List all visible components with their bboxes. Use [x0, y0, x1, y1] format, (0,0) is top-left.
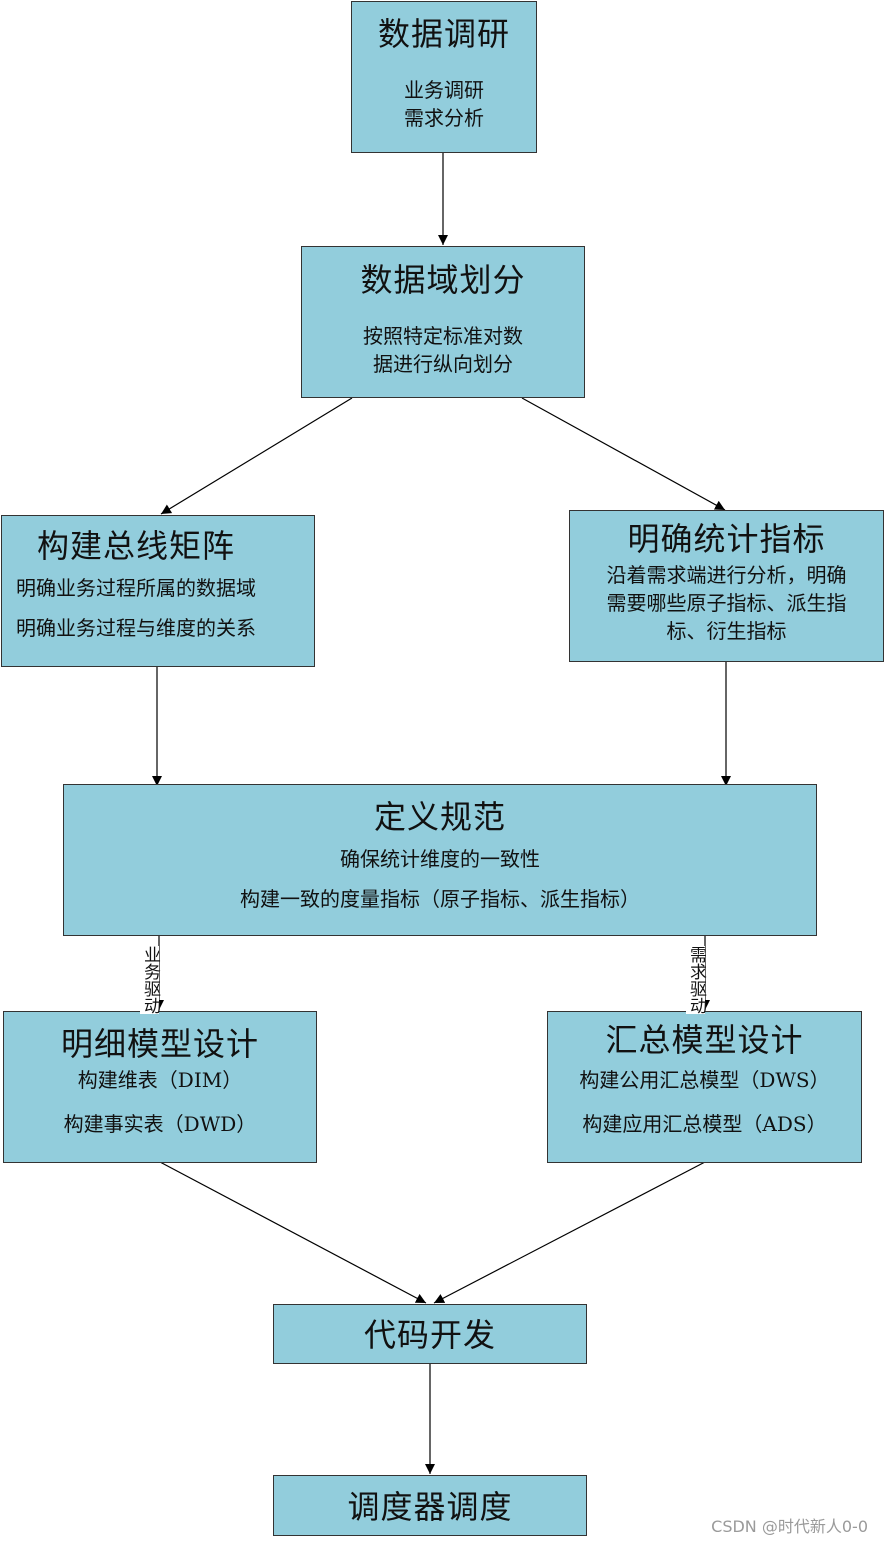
arrow-domain-to-metrics [521, 397, 726, 511]
node-line: 据进行纵向划分 [373, 352, 513, 376]
edge-label-demand-driven: 需求驱动 [686, 946, 706, 1014]
node-line: 构建一致的度量指标（原子指标、派生指标） [240, 887, 640, 911]
node-line: 需要哪些原子指标、派生指 [606, 591, 847, 615]
node-bus-matrix: 构建总线矩阵 明确业务过程所属的数据域 明确业务过程与维度的关系 [1, 515, 315, 667]
node-title: 定义规范 [373, 798, 506, 836]
node-line: 构建维表（DIM） [77, 1068, 243, 1092]
node-data-research: 数据调研 业务调研 需求分析 [351, 1, 537, 153]
node-code-dev: 代码开发 [273, 1304, 587, 1364]
node-line: 沿着需求端进行分析，明确 [606, 563, 847, 587]
node-scheduler: 调度器调度 [273, 1475, 587, 1536]
node-line: 明确业务过程与维度的关系 [16, 616, 256, 640]
arrow-detail-to-code [159, 1161, 427, 1304]
node-line: 明确业务过程所属的数据域 [16, 576, 256, 600]
node-line: 业务调研 [404, 78, 484, 102]
node-line: 按照特定标准对数 [363, 324, 523, 348]
node-line: 构建公用汇总模型（DWS） [579, 1068, 830, 1092]
node-line: 标、衍生指标 [666, 619, 787, 643]
node-title: 明细模型设计 [60, 1025, 259, 1063]
node-title: 数据调研 [377, 15, 510, 53]
edge-label-business-driven: 业务驱动 [140, 946, 160, 1014]
node-define-spec: 定义规范 确保统计维度的一致性 构建一致的度量指标（原子指标、派生指标） [63, 784, 817, 936]
node-domain-division: 数据域划分 按照特定标准对数 据进行纵向划分 [301, 246, 585, 398]
node-line: 确保统计维度的一致性 [340, 847, 540, 871]
watermark: CSDN @时代新人0-0 [711, 1517, 868, 1536]
arrow-summary-to-code [433, 1161, 706, 1304]
node-line: 构建事实表（DWD） [63, 1112, 257, 1136]
node-title: 构建总线矩阵 [37, 527, 236, 565]
node-detail-model: 明细模型设计 构建维表（DIM） 构建事实表（DWD） [3, 1011, 317, 1163]
node-title: 汇总模型设计 [605, 1021, 804, 1059]
node-title: 数据域划分 [360, 261, 526, 299]
node-line: 需求分析 [404, 106, 484, 130]
node-title: 明确统计指标 [627, 520, 826, 558]
node-line: 构建应用汇总模型（ADS） [582, 1112, 827, 1136]
node-title: 代码开发 [363, 1316, 496, 1354]
node-define-metrics: 明确统计指标 沿着需求端进行分析，明确 需要哪些原子指标、派生指 标、衍生指标 [569, 510, 884, 662]
node-title: 调度器调度 [347, 1488, 513, 1526]
arrow-domain-to-bus [160, 397, 353, 515]
node-summary-model: 汇总模型设计 构建公用汇总模型（DWS） 构建应用汇总模型（ADS） [547, 1011, 862, 1163]
